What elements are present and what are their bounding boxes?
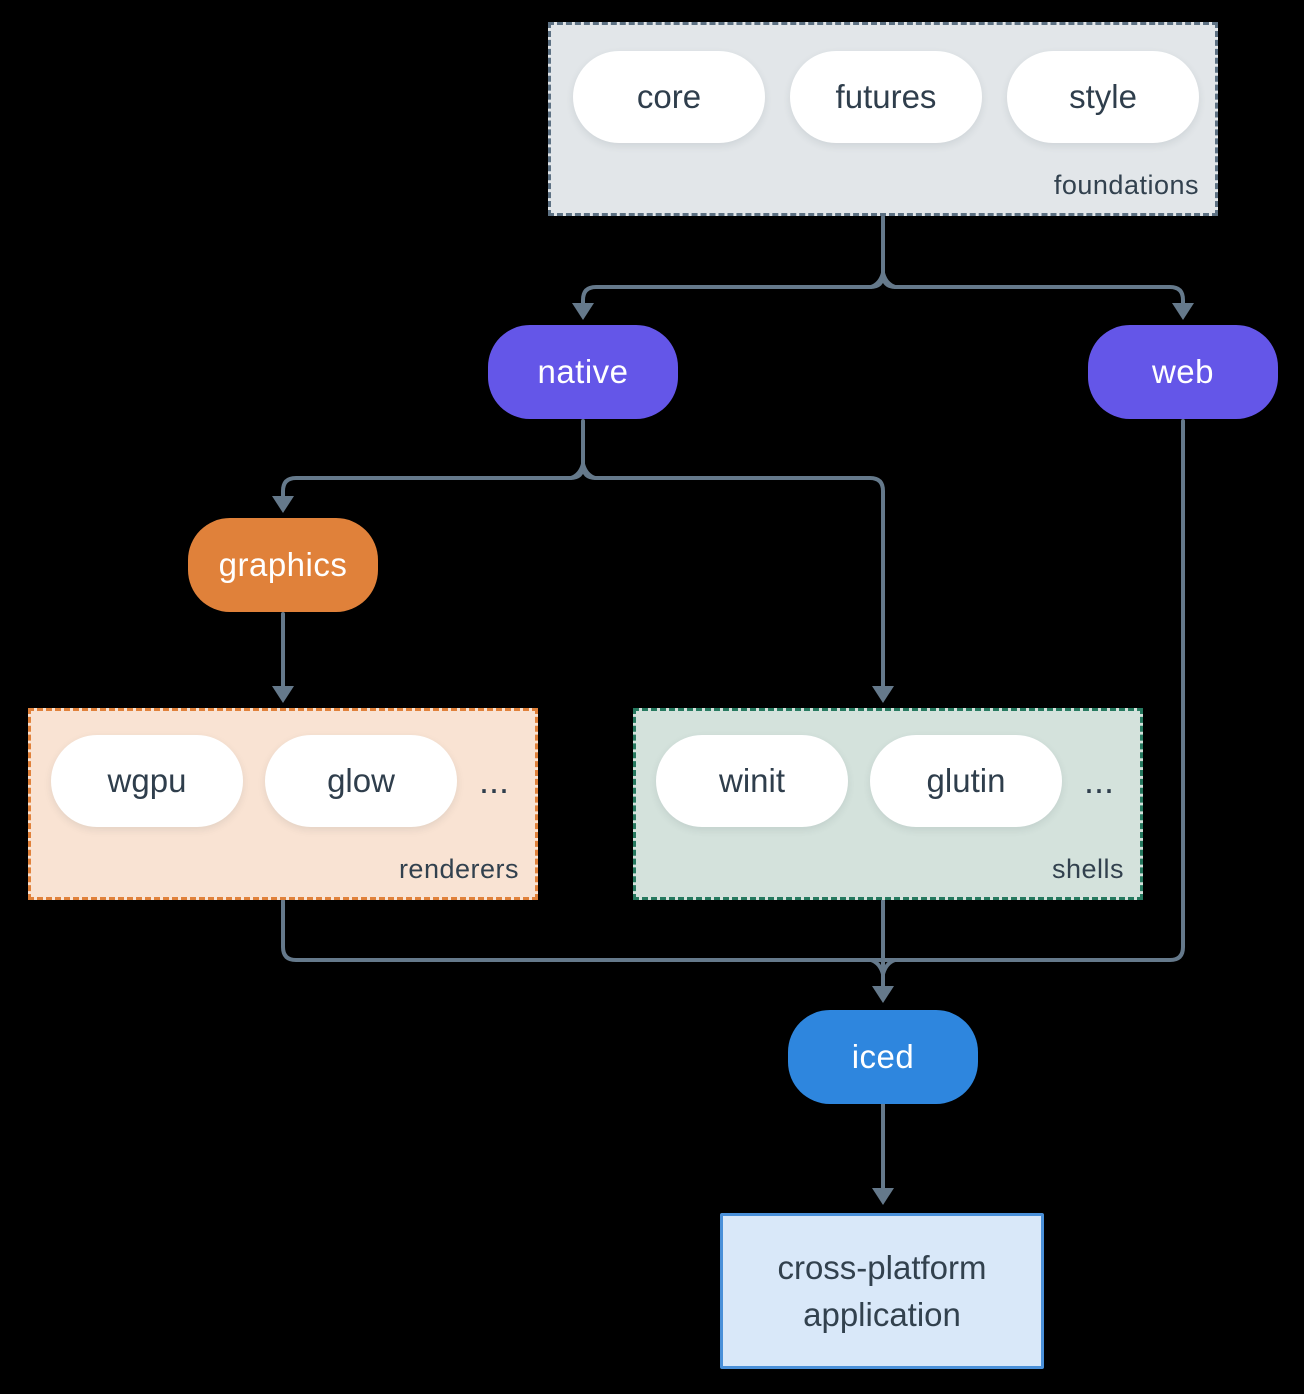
renderers-pill-row: wgpu glow ... [31,735,535,827]
junction-flare-native [569,462,597,480]
edge-foundations-web [881,272,1185,305]
arrowhead-shells [872,686,894,703]
pill-style: style [1007,51,1199,143]
pill-wgpu: wgpu [51,735,243,827]
arrowhead-native [572,303,594,320]
arrowhead-web [1172,303,1194,320]
pill-core: core [573,51,765,143]
pill-winit: winit [656,735,848,827]
edge-foundations-native [581,272,885,305]
node-cross-platform-application: cross-platform application [720,1213,1044,1369]
edge-native-graphics [281,463,585,498]
arrowhead-application [872,1188,894,1205]
node-web: web [1088,325,1278,419]
pill-glow: glow [265,735,457,827]
group-shells: winit glutin ... shells [633,708,1143,900]
foundations-pill-row: core futures style [551,51,1215,143]
arrowhead-renderers [272,686,294,703]
pill-futures: futures [790,51,982,143]
renderers-ellipsis: ... [479,760,510,801]
arrowhead-graphics [272,496,294,513]
arrowhead-iced [872,986,894,1003]
node-native: native [488,325,678,419]
shells-label: shells [1051,854,1124,884]
group-renderers: wgpu glow ... renderers [28,708,538,900]
junction-flare-merge [869,958,897,976]
node-graphics: graphics [188,518,378,612]
junction-flare-top [869,271,897,289]
edge-native-shells [581,463,885,688]
node-iced: iced [788,1010,978,1104]
renderers-label: renderers [398,854,519,884]
shells-ellipsis: ... [1084,760,1115,801]
shells-pill-row: winit glutin ... [636,735,1140,827]
group-foundations: core futures style foundations [548,22,1218,216]
foundations-label: foundations [1053,170,1199,200]
pill-glutin: glutin [870,735,1062,827]
edge-renderers-iced [281,899,885,962]
